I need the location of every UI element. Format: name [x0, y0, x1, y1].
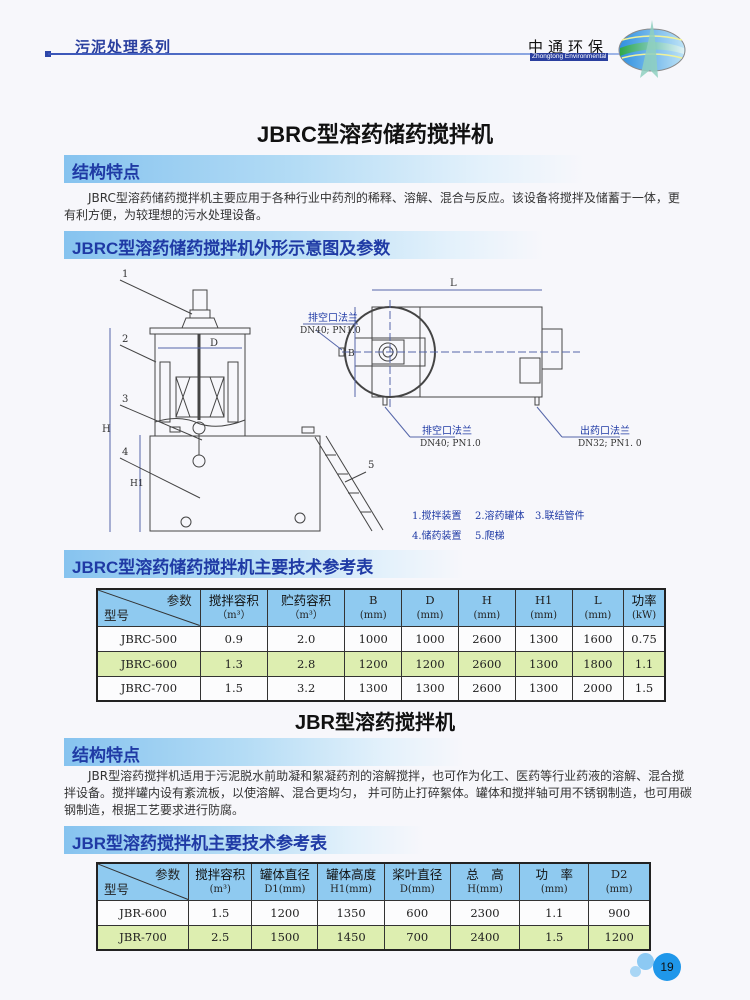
column-header: 功 率(mm)	[519, 862, 590, 901]
column-header: 功率(kW)	[623, 588, 666, 627]
page-number: 19	[653, 953, 681, 981]
jbrc-table-heading: JBRC型溶药储药搅拌机主要技术参考表	[64, 550, 464, 578]
column-header: L(mm)	[571, 588, 625, 627]
jbr-features-heading: 结构特点	[64, 738, 464, 766]
brand-name: 中通环保	[528, 38, 609, 56]
jbrc-spec-table: 参数 型号 搅拌容积（m³） 贮药容积（m³） B(mm) D(mm) H(mm…	[96, 588, 666, 702]
callout-3: 3	[122, 394, 128, 405]
callout-1: 1	[122, 269, 128, 280]
column-header: B(mm)	[344, 588, 403, 627]
jbr-title: JBR型溶药搅拌机	[294, 712, 455, 734]
column-header: H(mm)	[457, 588, 516, 627]
callout-5: 5	[368, 460, 374, 471]
heading-text: 结构特点	[72, 746, 140, 765]
column-header: D(mm)	[401, 588, 459, 627]
jbr-features-text: JBR型溶药搅拌机适用于污泥脱水前助凝和絮凝药剂的溶解搅拌，也可作为化工、医药等…	[64, 769, 692, 817]
heading-text: JBRC型溶药储药搅拌机外形示意图及参数	[72, 239, 391, 258]
column-header: 贮药容积（m³）	[266, 588, 346, 627]
heading-text: JBR型溶药搅拌机主要技术参考表	[72, 834, 328, 853]
column-header: H1(mm)	[514, 588, 573, 627]
series-title: 污泥处理系列	[75, 38, 172, 56]
jbr-table-heading: JBR型溶药搅拌机主要技术参考表	[64, 826, 424, 854]
vent-flange-top-label: 排空口法兰	[308, 311, 358, 324]
heading-text: 结构特点	[72, 163, 140, 182]
legend-item-5: 5.爬梯	[475, 529, 505, 542]
brand-name-en: Zhongtong Environmental	[530, 53, 609, 61]
equipment-drawing: 1 2 3 4 5 D H H1	[102, 269, 642, 542]
dim-H: H	[102, 424, 111, 435]
table-corner-header: 参数 型号	[96, 588, 201, 627]
jbrc-diagram: 1 2 3 4 5 D H H1	[90, 262, 650, 544]
heading-text: JBRC型溶药储药搅拌机主要技术参考表	[72, 558, 374, 577]
column-header: 搅拌容积（m³）	[199, 588, 268, 627]
legend-item-4: 4.储药装置	[412, 529, 462, 542]
column-header: 搅拌容积(m³)	[188, 862, 253, 901]
table-corner-header: 参数 型号	[96, 862, 190, 901]
page-header: 污泥处理系列 中通环保 Zhongtong Environmental	[0, 0, 750, 100]
jbrc-features-heading: 结构特点	[64, 155, 584, 183]
outlet-flange-label: 出药口法兰	[580, 424, 630, 437]
jbrc-features-text: JBRC型溶药储药搅拌机主要应用于各种行业中药剂的稀释、溶解、混合与反应。该设备…	[64, 191, 680, 222]
header-rule	[48, 53, 623, 55]
column-header: D2(mm)	[588, 862, 651, 901]
jbrc-title: JBRC型溶药储药搅拌机	[257, 122, 493, 147]
dim-L: L	[450, 278, 457, 289]
jbrc-diagram-heading: JBRC型溶药储药搅拌机外形示意图及参数	[64, 231, 544, 259]
legend-item-1: 1.搅拌装置	[412, 509, 462, 522]
dim-B: B	[348, 349, 355, 359]
legend-item-2: 2.溶药罐体	[475, 509, 525, 522]
callout-4: 4	[122, 447, 128, 458]
outlet-flange-spec: DN32; PN1. 0	[578, 439, 642, 449]
company-logo-icon	[618, 20, 686, 78]
vent-flange-bottom-spec: DN40; PN1.0	[420, 439, 481, 449]
dim-D: D	[210, 338, 218, 349]
decorative-bubble-icon	[637, 953, 654, 970]
vent-flange-top-spec: DN40; PN1.0	[300, 326, 361, 336]
vent-flange-bottom-label: 排空口法兰	[422, 424, 472, 437]
legend-item-3: 3.联结管件	[535, 509, 585, 522]
callout-2: 2	[122, 334, 128, 345]
decorative-bubble-icon	[630, 966, 641, 977]
dim-H1: H1	[130, 479, 144, 489]
